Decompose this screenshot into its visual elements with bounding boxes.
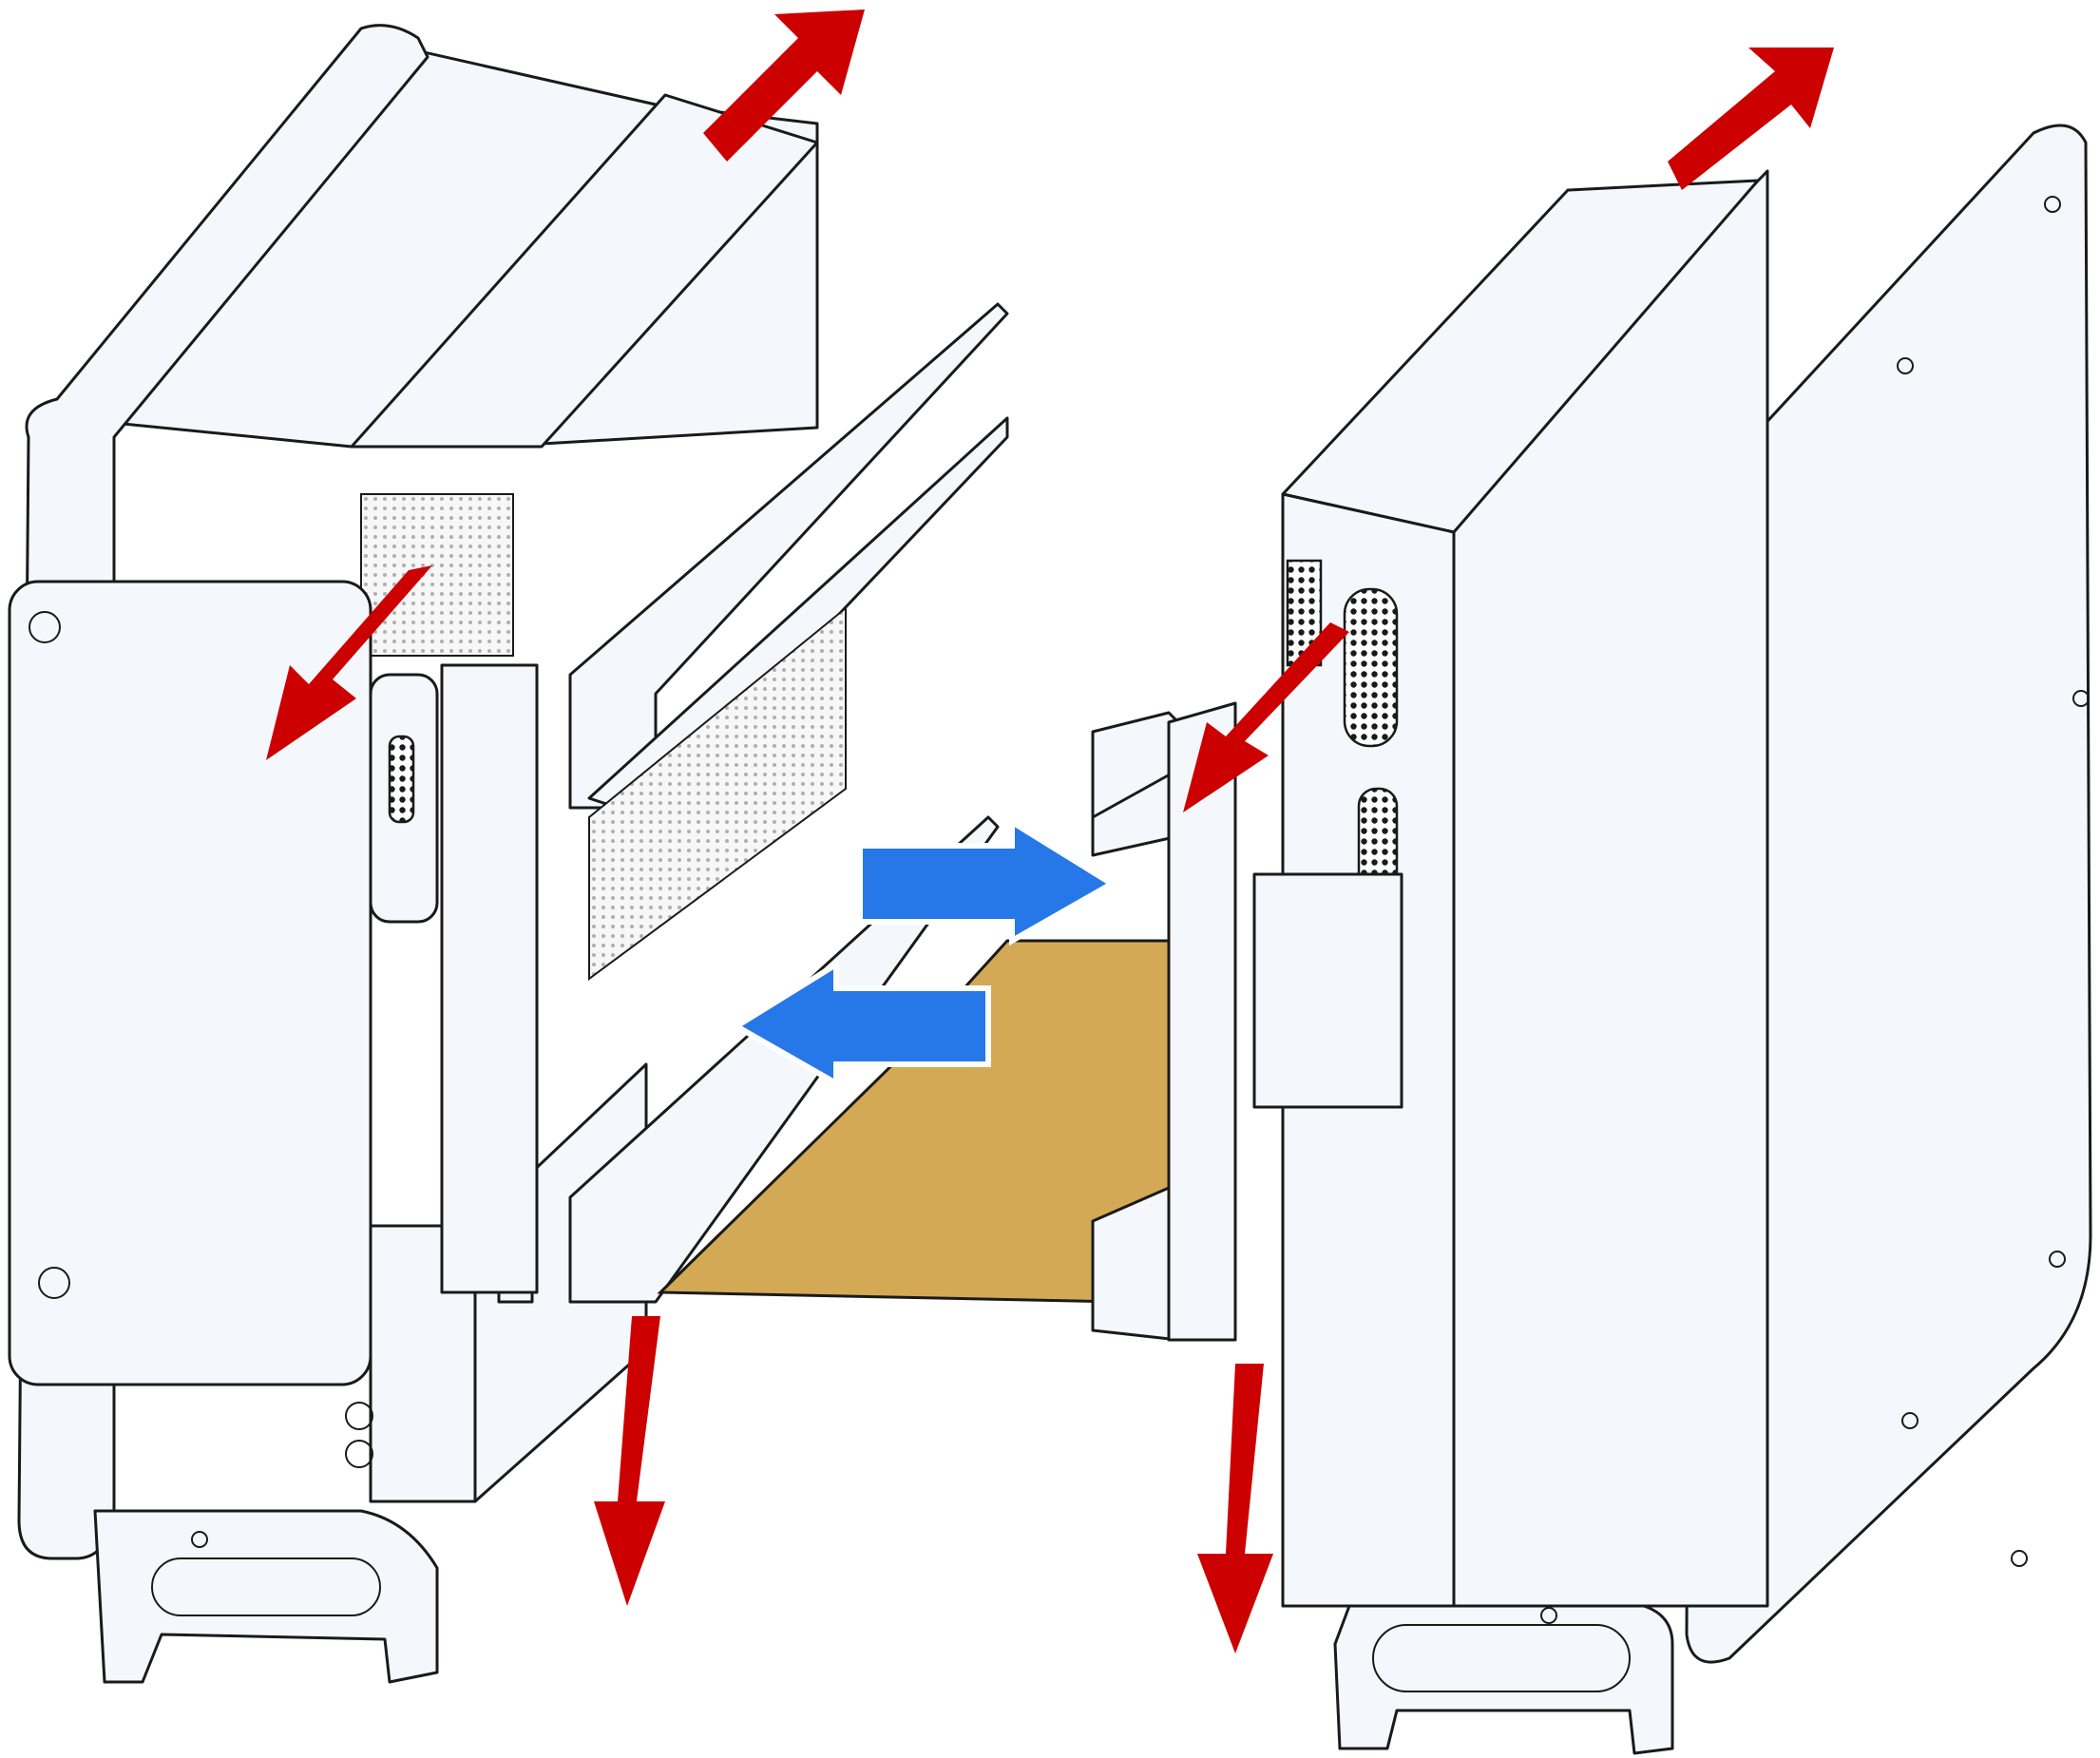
red-arrow-right-in <box>1183 622 1349 812</box>
red-arrow-left-out <box>266 565 432 760</box>
left-side-screw-1 <box>345 1402 373 1430</box>
left-inner-mesh <box>588 605 847 981</box>
right-unit <box>1252 124 2092 1755</box>
right-back-screw-1 <box>2044 196 2061 213</box>
left-foot-screw <box>191 1531 208 1548</box>
right-back-screw-5 <box>1901 1412 1919 1429</box>
red-arrow-top-right <box>1668 48 1834 190</box>
exhaust-arrows <box>266 10 1834 1653</box>
left-door-screw-top <box>29 611 61 643</box>
red-arrow-top-left <box>703 10 865 162</box>
left-unit-bracket-plate <box>440 663 539 1294</box>
left-unit-foot <box>93 1509 439 1684</box>
right-unit-back-plate <box>1685 124 2092 1664</box>
left-unit-side-vent <box>360 493 514 657</box>
left-rail-upper <box>568 302 1009 810</box>
red-arrow-down-left <box>594 1316 665 1606</box>
left-door-screw-bottom <box>38 1267 70 1299</box>
right-unit-foot <box>1333 1604 1674 1755</box>
center-rails <box>568 302 1237 1342</box>
left-unit-handle-vent <box>388 735 415 824</box>
left-unit-top-face <box>350 93 819 449</box>
blue-arrow-right <box>857 816 1117 946</box>
right-back-screw-3 <box>2072 690 2090 707</box>
blue-arrow-left <box>731 959 991 1089</box>
right-foot-screw <box>1540 1607 1557 1624</box>
intake-arrows <box>731 816 1117 1089</box>
right-back-screw-4 <box>2049 1251 2066 1268</box>
right-foot-slot <box>1372 1624 1631 1692</box>
right-unit-inner-box <box>1252 872 1403 1109</box>
right-unit-vent-oval <box>1343 587 1399 748</box>
left-unit <box>8 24 819 1684</box>
right-back-screw-2 <box>1897 357 1914 374</box>
left-side-screw-2 <box>345 1440 373 1468</box>
right-back-screw-6 <box>2011 1550 2028 1567</box>
red-arrow-down-right <box>1197 1364 1273 1653</box>
left-unit-front-door <box>8 580 372 1386</box>
left-foot-slot <box>151 1557 381 1616</box>
left-unit-back-plate <box>17 24 430 1560</box>
right-bracket <box>1167 701 1237 1342</box>
